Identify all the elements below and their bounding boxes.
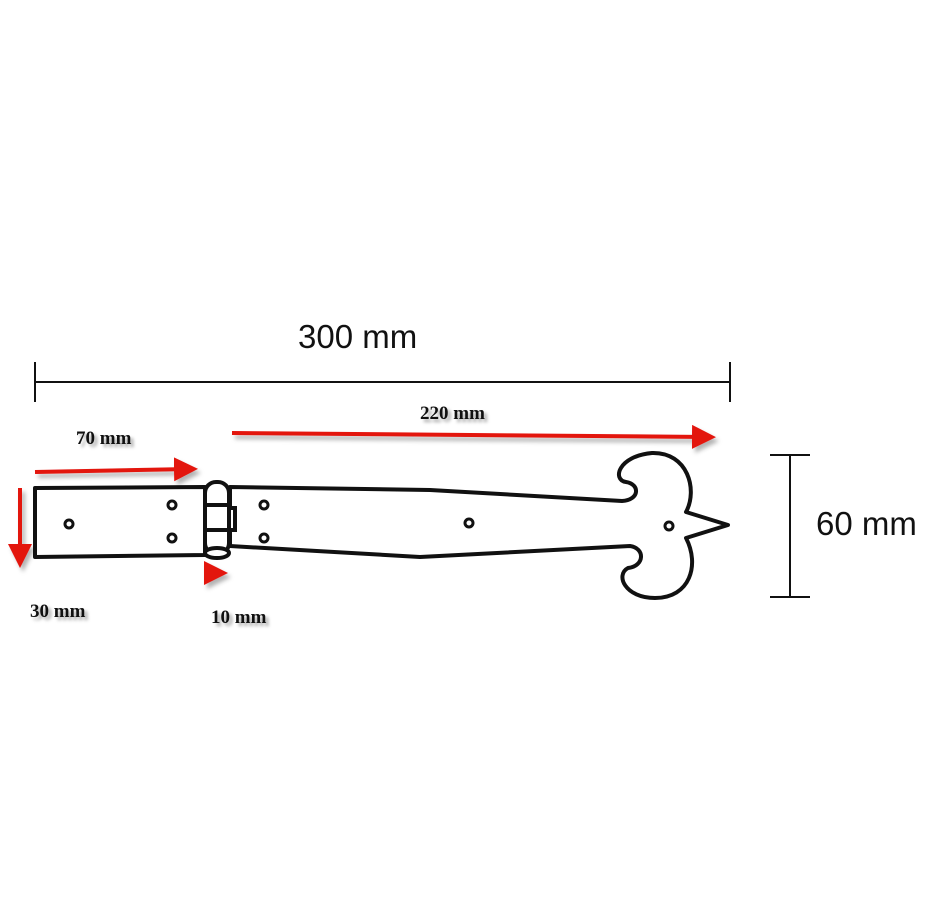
hinge-leaf-plate xyxy=(33,485,207,559)
strap-length-label: 220 mm xyxy=(420,403,485,424)
screw-holes xyxy=(63,499,675,544)
end-height-label: 60 mm xyxy=(816,505,917,542)
plate-length-arrow xyxy=(34,457,198,482)
overall-dimension-line xyxy=(34,362,731,402)
height-dimension-line xyxy=(770,454,810,598)
plate-width-label: 30 mm xyxy=(30,601,86,622)
plate-length-label: 70 mm xyxy=(76,428,132,449)
hinge-knuckle xyxy=(203,480,237,560)
strap-length-arrow xyxy=(231,424,716,449)
overall-length-label: 300 mm xyxy=(298,318,418,355)
hinge-strap xyxy=(228,450,730,600)
knuckle-width-label: 10 mm xyxy=(211,607,267,628)
